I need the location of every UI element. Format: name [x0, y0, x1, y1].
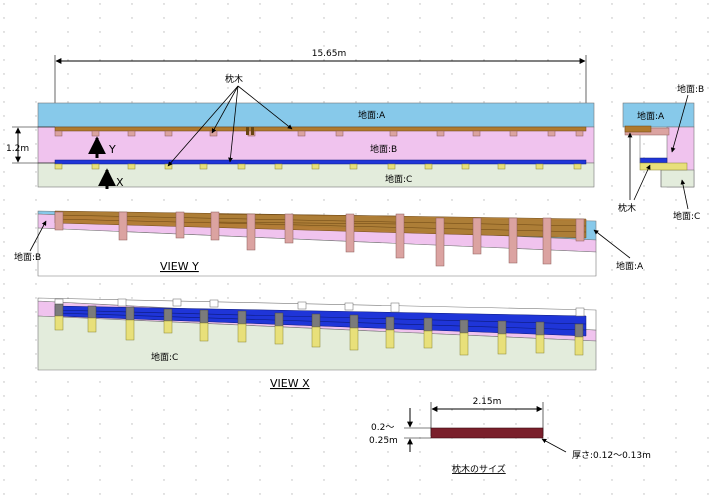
plan-view: 15.65m — [6, 49, 595, 189]
sleeper-size-title: 枕木のサイズ — [452, 463, 506, 475]
plan-ground-a-label: 地面:A — [358, 109, 386, 121]
side-sleeper-label: 枕木 — [618, 202, 636, 214]
view-y-posts — [54, 211, 585, 267]
view-y-title: VIEW Y — [160, 260, 199, 273]
plan-ground-a — [37, 102, 595, 128]
view-x-title: VIEW X — [270, 377, 310, 390]
plan-length-label: 15.65m — [312, 49, 347, 59]
plan-ground-b — [37, 126, 595, 164]
view-x-grey-posts — [54, 303, 584, 338]
view-x-ground-c-label: 地面:C — [151, 351, 178, 363]
sleeper-shape — [430, 427, 544, 439]
side-ground-b-label: 地面:B — [677, 83, 704, 95]
x-axis-label: X — [116, 176, 124, 189]
sleeper-length-label: 2.15m — [473, 397, 502, 407]
plan-sleeper-leaders — [167, 85, 293, 167]
side-brown-sleeper — [624, 125, 652, 133]
side-view: 地面:A 地面:B 枕木 地面:C — [618, 83, 704, 222]
view-y: VIEW Y 地面:B 地面:A — [14, 210, 644, 277]
plan-ground-b-label: 地面:B — [370, 143, 397, 155]
side-ground-c-label: 地面:C — [673, 210, 700, 222]
plan-upper-sleeper-bar — [54, 126, 587, 132]
view-y-lower-outline — [37, 227, 597, 277]
side-yellow-band — [639, 162, 688, 171]
view-y-ground-a-label: 地面:A — [616, 260, 644, 272]
view-x-yellow-posts — [54, 315, 584, 356]
view-x: 地面:C VIEW X — [37, 297, 597, 390]
view-x-upper-sleepers — [54, 298, 585, 317]
side-ground-c — [660, 169, 695, 188]
plan-lower-sleeper-bar — [54, 159, 587, 165]
side-blue-sleeper — [639, 157, 668, 164]
sleeper-thickness-label: 厚さ:0.12〜0.13m — [572, 450, 651, 461]
y-axis-label: Y — [108, 143, 116, 156]
sleeper-width-bottom-label: 0.25m — [369, 436, 398, 446]
view-y-ground-b-label: 地面:B — [14, 251, 41, 263]
sleeper-size-detail: 2.15m 0.2〜 0.25m 厚さ:0.12〜0.13m 枕木のサイズ — [369, 397, 651, 475]
plan-height-label: 1.2m — [6, 144, 29, 154]
side-ground-a-label: 地面:A — [637, 110, 665, 122]
plan-ground-c-label: 地面:C — [385, 173, 412, 185]
plan-lower-posts — [54, 163, 582, 170]
sleeper-width-top-label: 0.2〜 — [371, 423, 394, 433]
plan-sleeper-label: 枕木 — [225, 73, 243, 85]
